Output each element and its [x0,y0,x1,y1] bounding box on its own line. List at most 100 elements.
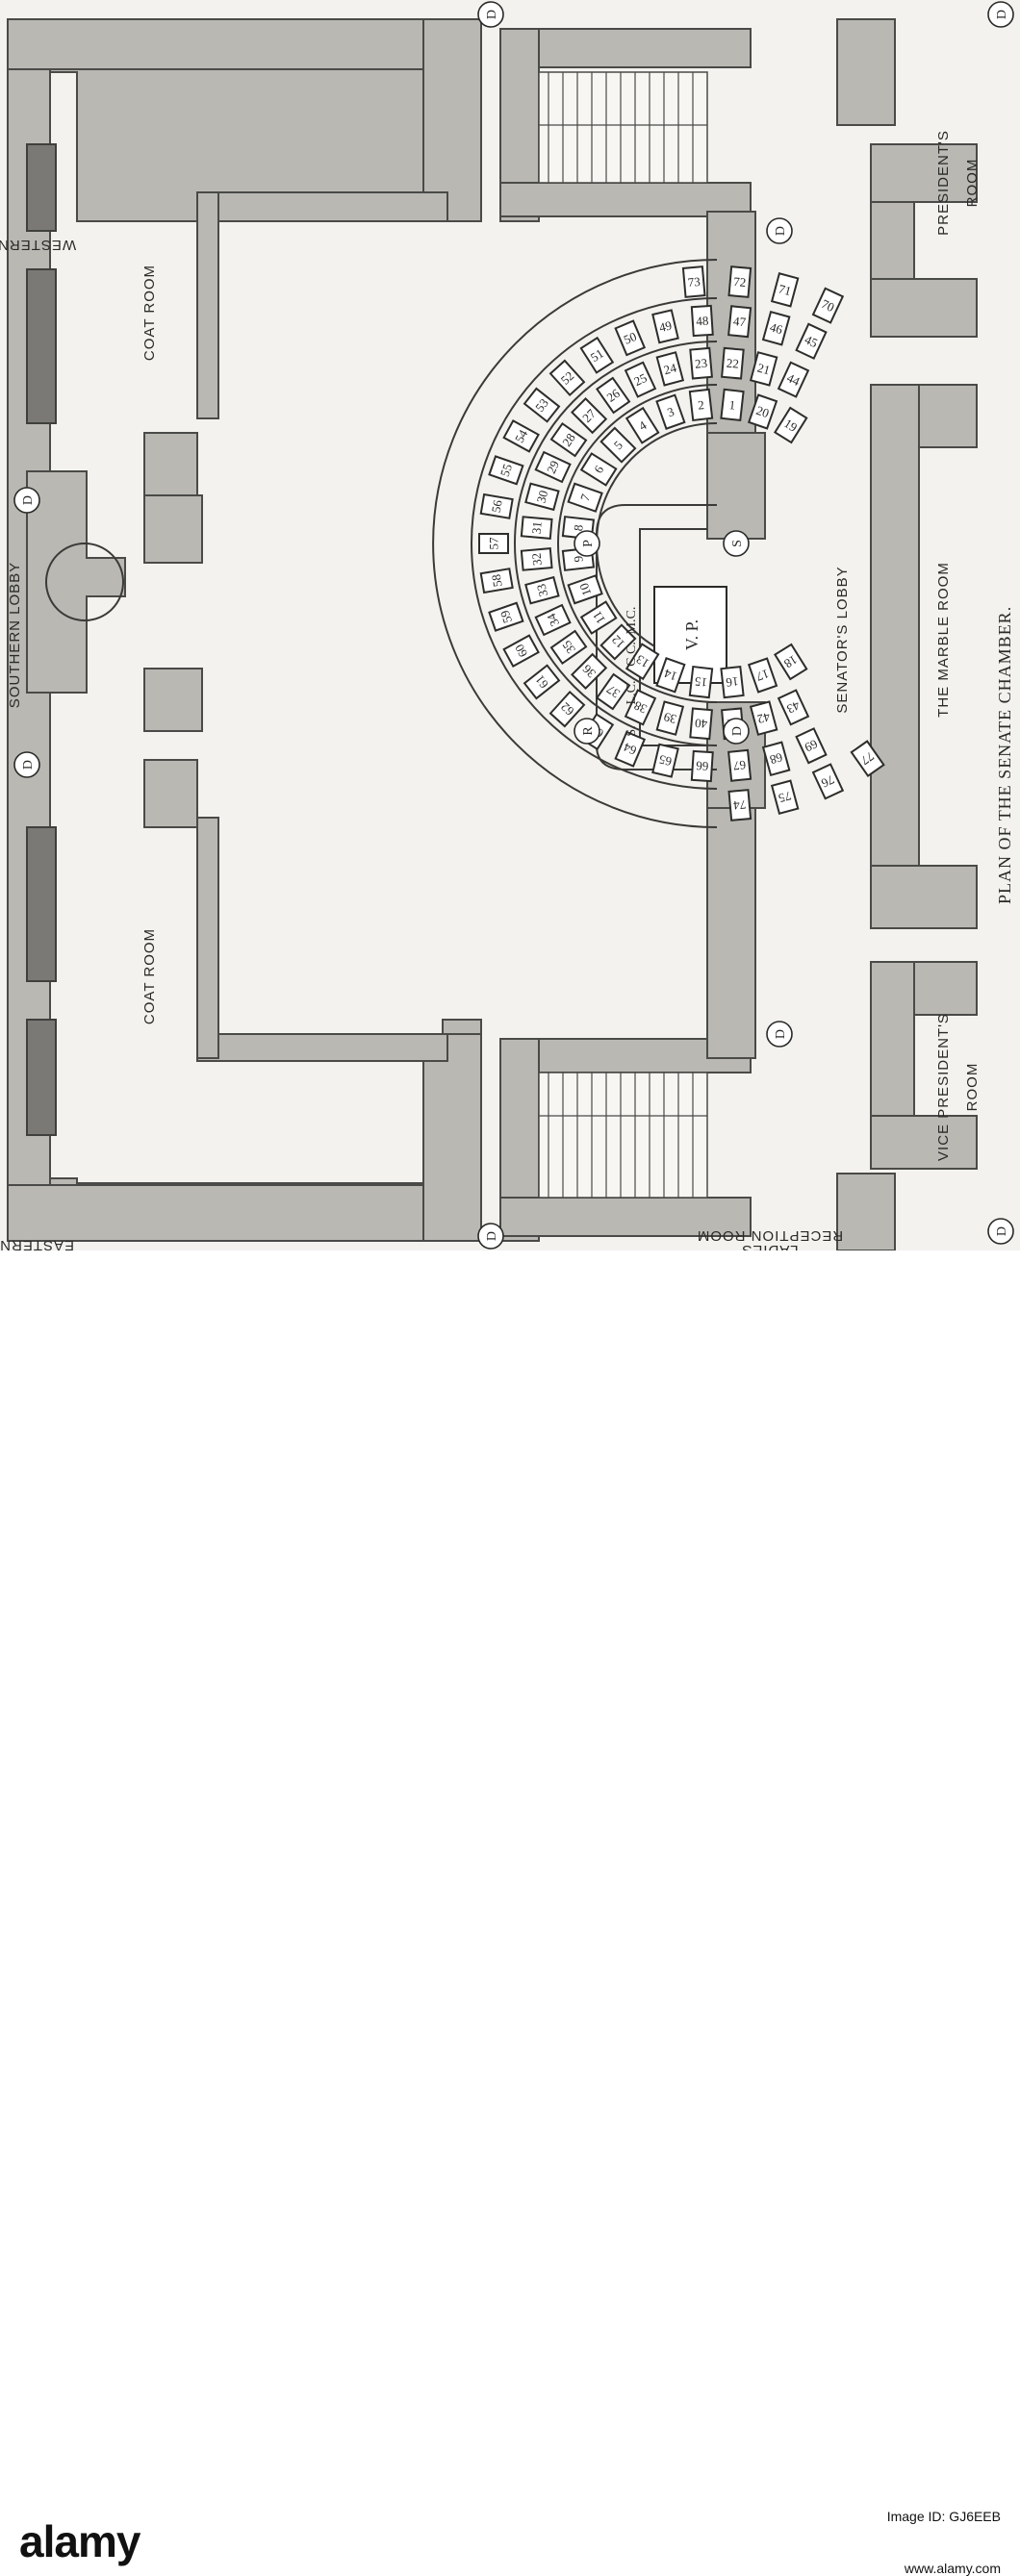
desk-lc-label: L.C. [625,681,639,705]
seat-42: 42 [749,700,778,736]
seat-33: 33 [524,575,560,605]
seat-number: 42 [755,710,771,727]
label-presidents-room-1: PRESIDENT'S [935,130,952,236]
seat-number: 72 [733,274,747,290]
desk-s-label: S. [625,725,639,736]
seat-number: 66 [695,759,708,774]
seat-number: 65 [657,752,673,770]
seat-number: 25 [631,370,649,389]
seat-number: 30 [533,489,550,504]
seat-12: 12 [599,623,637,661]
seat-box [727,265,752,298]
seat-76: 76 [811,763,845,800]
seat-box [614,730,647,768]
label-eastern-lobby: EASTERN LOBBY [0,1237,74,1250]
seat-number: 47 [732,314,747,329]
seat-31: 31 [520,516,553,540]
seat-box [549,422,588,458]
seat-49: 49 [651,309,679,344]
seat-10: 10 [567,574,603,605]
seat-44: 44 [777,361,810,398]
label-coat-room-bottom: COAT ROOM [141,928,158,1024]
seat-number: 15 [694,674,708,690]
seat-number: 50 [622,329,639,347]
seat-box [579,600,618,635]
seat-number: 60 [512,642,530,660]
marker-door-4: D [766,217,793,244]
svg-text:D: D [995,1226,1009,1236]
marker-door-1: D [723,718,750,745]
seat-17: 17 [747,657,778,694]
seat-number: 23 [694,356,707,371]
top-right-wall [422,18,482,222]
seat-box [727,789,752,821]
seat-51: 51 [579,336,615,374]
seat-59: 59 [488,601,524,632]
seat-box [478,533,509,554]
seat-box [688,388,714,422]
seat-number: 43 [784,698,802,717]
seat-75: 75 [770,779,800,816]
seat-6: 6 [579,452,618,487]
seat-box [488,455,524,486]
seat-61: 61 [523,664,561,700]
seat-number: 69 [803,737,820,755]
seat-box [689,346,713,380]
seat-number: 9 [571,555,586,563]
seat-36: 36 [571,652,608,690]
seat-box [579,452,618,487]
seat-box [614,319,647,357]
seat-box [548,690,586,728]
seat-56: 56 [479,492,514,519]
coat-top-inner [196,191,448,222]
seat-box [523,387,561,423]
label-ladies-room-1: LADIES [741,1242,798,1250]
seat-50: 50 [614,319,647,357]
seat-5: 5 [599,426,637,464]
seat-box [524,575,560,605]
seat-number: 64 [621,740,638,758]
seat-number: 39 [662,710,677,727]
seat-number: 49 [657,318,673,336]
seat-29: 29 [534,450,572,484]
seat-number: 68 [768,750,784,768]
window-3 [26,1019,57,1136]
label-coat-room-top: COAT ROOM [141,265,158,361]
seat-25: 25 [624,361,657,398]
stairs-bottom [538,1072,708,1199]
desk-cc-label: C.C. [625,642,639,667]
seat-box [795,727,828,765]
seat-number: 21 [755,360,771,377]
seat-40: 40 [689,707,713,741]
marker-door-6: D [477,1,504,28]
watermark-bar: alamy Image ID: GJ6EEB www.alamy.com [0,1250,1020,2576]
room-labels: SOUTHERN LOBBY WESTERN LOBBY EASTERN LOB… [0,130,1014,1250]
seat-box [571,397,608,435]
seat-box [624,689,657,726]
seat-number: 73 [687,274,701,290]
seat-box [689,707,713,741]
seat-13: 13 [625,643,660,681]
seat-number: 20 [754,403,771,420]
seat-box [721,346,745,380]
seat-67: 67 [727,748,752,782]
svg-text:D: D [995,10,1009,19]
seat-70: 70 [811,287,845,324]
southern-lobby-structure [26,432,203,828]
seat-number: 48 [696,314,709,329]
marker-door-2: D [13,487,40,514]
plan-caption: PLAN OF THE SENATE CHAMBER. [995,606,1014,904]
seat-15: 15 [688,665,714,699]
svg-text:D: D [485,10,499,19]
seat-box [549,629,588,665]
svg-text:D: D [21,760,36,770]
seat-48: 48 [690,304,714,338]
seat-box [599,623,637,661]
seat-71: 71 [770,271,800,308]
seat-box [655,700,685,736]
seat-number: 40 [694,716,707,731]
seat-58: 58 [479,568,514,594]
marker-door-8: D [987,1,1014,28]
seat-number: 44 [784,370,803,389]
seat-box [502,419,540,453]
